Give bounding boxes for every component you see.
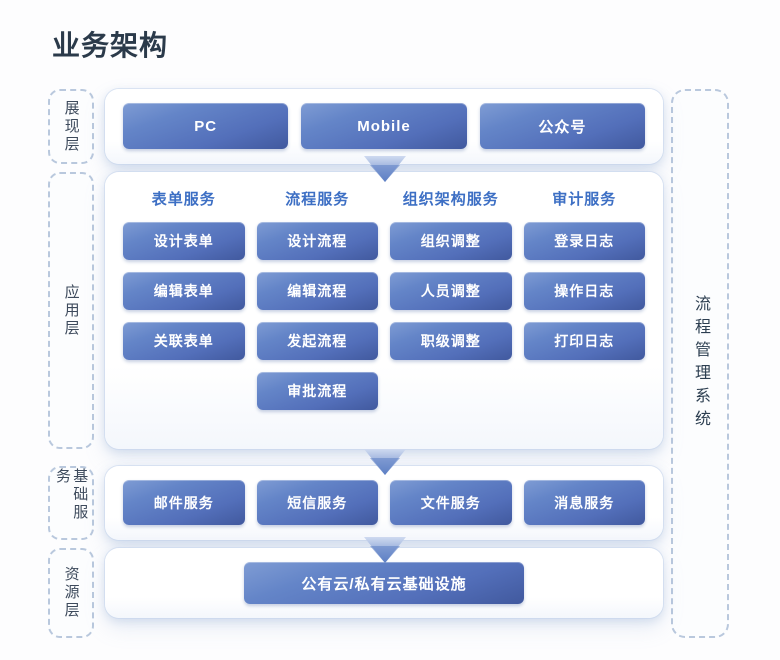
panel-presentation: PC Mobile 公众号 — [105, 89, 663, 164]
connector-app-to-basic — [364, 449, 406, 475]
system-tag: 流程管理系统 — [671, 89, 729, 638]
panel-basic-services: 邮件服务 短信服务 文件服务 消息服务 — [105, 466, 663, 540]
column-header-audit-service: 审计服务 — [552, 191, 617, 208]
system-tag-label: 流程管理系统 — [692, 294, 709, 433]
app-item-operation-log[interactable]: 操作日志 — [523, 272, 645, 310]
layer-tag-basic-services-label: 基础服务 — [54, 468, 89, 522]
app-item-login-log[interactable]: 登录日志 — [523, 222, 645, 260]
layer-tag-application: 应用层 — [48, 172, 94, 449]
column-header-org-service: 组织架构服务 — [402, 191, 499, 208]
application-column-audit-service: 审计服务 登录日志 操作日志 打印日志 — [523, 190, 645, 422]
chevron-down-icon — [364, 449, 406, 475]
basic-item-message-service[interactable]: 消息服务 — [523, 480, 645, 525]
resource-items: 公有云/私有云基础设施 — [105, 562, 663, 604]
layer-tag-resource: 资源层 — [48, 548, 94, 638]
basic-item-mail-service[interactable]: 邮件服务 — [123, 480, 245, 525]
application-column-org-service: 组织架构服务 组织调整 人员调整 职级调整 — [390, 190, 512, 422]
app-item-design-process[interactable]: 设计流程 — [256, 222, 378, 260]
chevron-down-icon — [364, 537, 406, 563]
app-item-rank-adjust[interactable]: 职级调整 — [390, 322, 512, 360]
app-item-start-process[interactable]: 发起流程 — [256, 322, 378, 360]
app-item-edit-process[interactable]: 编辑流程 — [256, 272, 378, 310]
resource-item-cloud-infrastructure[interactable]: 公有云/私有云基础设施 — [244, 562, 524, 604]
connector-basic-to-resource — [364, 537, 406, 563]
app-item-print-log[interactable]: 打印日志 — [523, 322, 645, 360]
presentation-item-mobile[interactable]: Mobile — [301, 103, 467, 149]
layer-tag-application-label: 应用层 — [62, 283, 80, 338]
presentation-item-official-account[interactable]: 公众号 — [479, 103, 645, 149]
connector-present-to-app — [364, 156, 406, 182]
basic-item-sms-service[interactable]: 短信服务 — [256, 480, 378, 525]
layer-tag-presentation-label: 展现层 — [62, 99, 80, 154]
application-column-form-service: 表单服务 设计表单 编辑表单 关联表单 — [123, 190, 245, 422]
app-item-staff-adjust[interactable]: 人员调整 — [390, 272, 512, 310]
application-grid: 表单服务 设计表单 编辑表单 关联表单 流程服务 设计流程 编辑流程 发起流程 … — [123, 190, 645, 422]
column-header-process-service: 流程服务 — [285, 191, 350, 208]
panel-application: 表单服务 设计表单 编辑表单 关联表单 流程服务 设计流程 编辑流程 发起流程 … — [105, 172, 663, 449]
page-title: 业务架构 — [52, 30, 169, 61]
layer-tag-basic-services: 基础服务 — [48, 466, 94, 540]
basic-services-items: 邮件服务 短信服务 文件服务 消息服务 — [123, 480, 645, 525]
app-item-design-form[interactable]: 设计表单 — [123, 222, 245, 260]
presentation-items: PC Mobile 公众号 — [123, 103, 645, 149]
app-item-org-adjust[interactable]: 组织调整 — [390, 222, 512, 260]
app-item-approve-process[interactable]: 审批流程 — [256, 372, 378, 410]
application-column-process-service: 流程服务 设计流程 编辑流程 发起流程 审批流程 — [256, 190, 378, 422]
column-header-form-service: 表单服务 — [151, 191, 216, 208]
layer-tag-resource-label: 资源层 — [62, 566, 80, 620]
app-item-edit-form[interactable]: 编辑表单 — [123, 272, 245, 310]
presentation-item-pc[interactable]: PC — [123, 103, 289, 149]
app-item-link-form[interactable]: 关联表单 — [123, 322, 245, 360]
basic-item-file-service[interactable]: 文件服务 — [390, 480, 512, 525]
chevron-down-icon — [364, 156, 406, 182]
layer-tag-presentation: 展现层 — [48, 89, 94, 164]
